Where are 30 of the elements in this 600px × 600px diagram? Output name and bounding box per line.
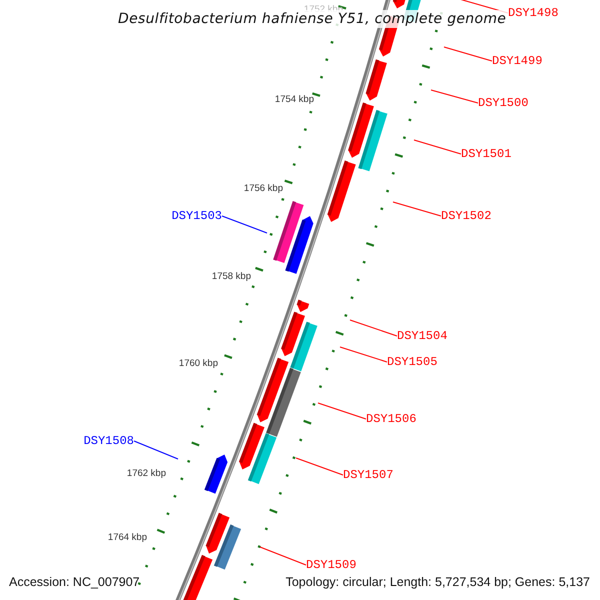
gene-label: DSY1500	[478, 95, 528, 111]
leader-line	[260, 546, 306, 566]
gene-label: DSY1503	[172, 208, 222, 224]
leader-line	[296, 458, 344, 476]
genome-info-text: Topology: circular; Length: 5,727,534 bp; Genes: 5,137	[286, 574, 590, 590]
genome-info-text: Accession: NC_007907	[9, 574, 140, 590]
gene-label: DSY1506	[366, 411, 416, 427]
leader-line	[444, 46, 492, 62]
gene-label: DSY1499	[492, 53, 542, 69]
leader-line	[340, 346, 388, 362]
scale-label: 1760 kbp	[178, 358, 218, 370]
gene-label: DSY1505	[387, 354, 438, 370]
leader-line	[430, 90, 478, 104]
gene-label: DSY1508	[84, 433, 134, 449]
leader-line	[350, 320, 398, 336]
gene-label: DSY1501	[461, 146, 512, 162]
scale-label: 1762 kbp	[126, 468, 166, 480]
scale-label: 1764 kbp	[108, 532, 147, 544]
leader-line	[222, 216, 268, 234]
scale-label: 1754 kbp	[274, 94, 314, 106]
leader-line	[414, 140, 462, 154]
leader-line	[318, 402, 366, 420]
scale-label: 1758 kbp	[212, 271, 251, 283]
gene-label: DSY1502	[441, 208, 492, 224]
gene-label: DSY1509	[306, 557, 356, 573]
scale-label: 1756 kbp	[244, 183, 283, 195]
leader-line	[134, 440, 178, 460]
gene-label: DSY1504	[397, 328, 448, 344]
gene-label: DSY1507	[343, 467, 394, 483]
leader-line	[392, 202, 442, 216]
